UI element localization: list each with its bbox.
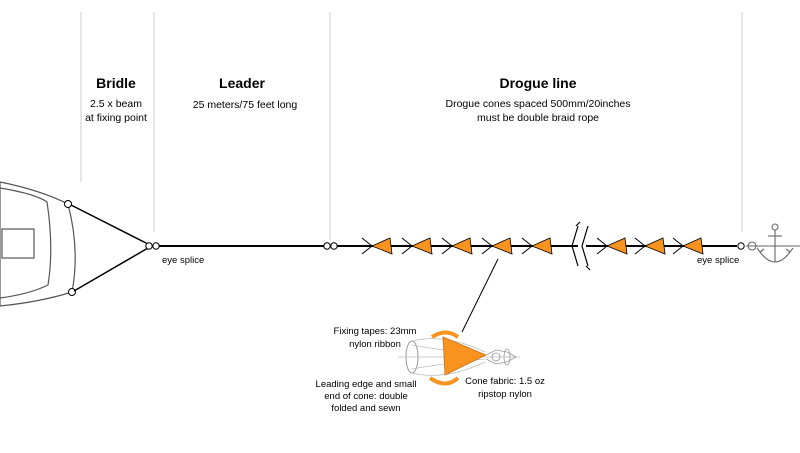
leader-title: Leader bbox=[219, 75, 265, 91]
cone-fabric-label-line-1: Cone fabric: 1.5 oz bbox=[465, 376, 545, 387]
leading-edge-label-line-3: folded and sewn bbox=[331, 403, 400, 414]
eye-splice-right bbox=[737, 242, 745, 250]
drogue-cone bbox=[441, 237, 473, 255]
drogue-desc-line-1: Drogue cones spaced 500mm/20inches bbox=[445, 98, 630, 110]
bridle-lines bbox=[70, 204, 149, 292]
drogue-cones bbox=[361, 237, 704, 255]
leader-desc-line-1: 25 meters/75 feet long bbox=[193, 99, 298, 111]
eye-splice-left-label: eye splice bbox=[162, 255, 204, 266]
anchor-icon bbox=[746, 223, 800, 263]
eye-splice-right-label: eye splice bbox=[697, 255, 739, 266]
drogue-line-title: Drogue line bbox=[499, 75, 576, 91]
drogue-cone bbox=[481, 237, 513, 255]
drogue-cone bbox=[361, 237, 393, 255]
drogue-cone bbox=[634, 237, 666, 255]
leader-drogue-connector bbox=[323, 242, 338, 250]
fixing-tapes-label-line-2: nylon ribbon bbox=[349, 339, 401, 350]
bridle-desc-line-2: at fixing point bbox=[85, 112, 147, 124]
leading-edge-label-line-2: end of cone: double bbox=[324, 391, 407, 402]
bridle-title: Bridle bbox=[96, 75, 136, 91]
drogue-cone bbox=[521, 237, 553, 255]
cone-detail-fabric bbox=[442, 336, 487, 376]
drogue-desc-line-2: must be double braid rope bbox=[477, 112, 599, 124]
bridle-desc-line-1: 2.5 x beam bbox=[90, 98, 142, 110]
leading-edge-label-line-1: Leading edge and small bbox=[316, 379, 417, 390]
line-break-symbol bbox=[571, 221, 591, 271]
cone-fabric-label-line-2: ripstop nylon bbox=[478, 389, 532, 400]
drogue-cone bbox=[596, 237, 628, 255]
drogue-cone bbox=[672, 237, 704, 255]
section-dividers bbox=[80, 12, 743, 240]
cone-detail-drawing bbox=[398, 330, 520, 386]
boat-hull-icon bbox=[0, 181, 76, 307]
eye-splice-left bbox=[145, 242, 160, 250]
drogue-cone bbox=[401, 237, 433, 255]
fixing-tapes-label-line-1: Fixing tapes: 23mm bbox=[334, 326, 417, 337]
detail-pointer-line bbox=[461, 258, 499, 333]
